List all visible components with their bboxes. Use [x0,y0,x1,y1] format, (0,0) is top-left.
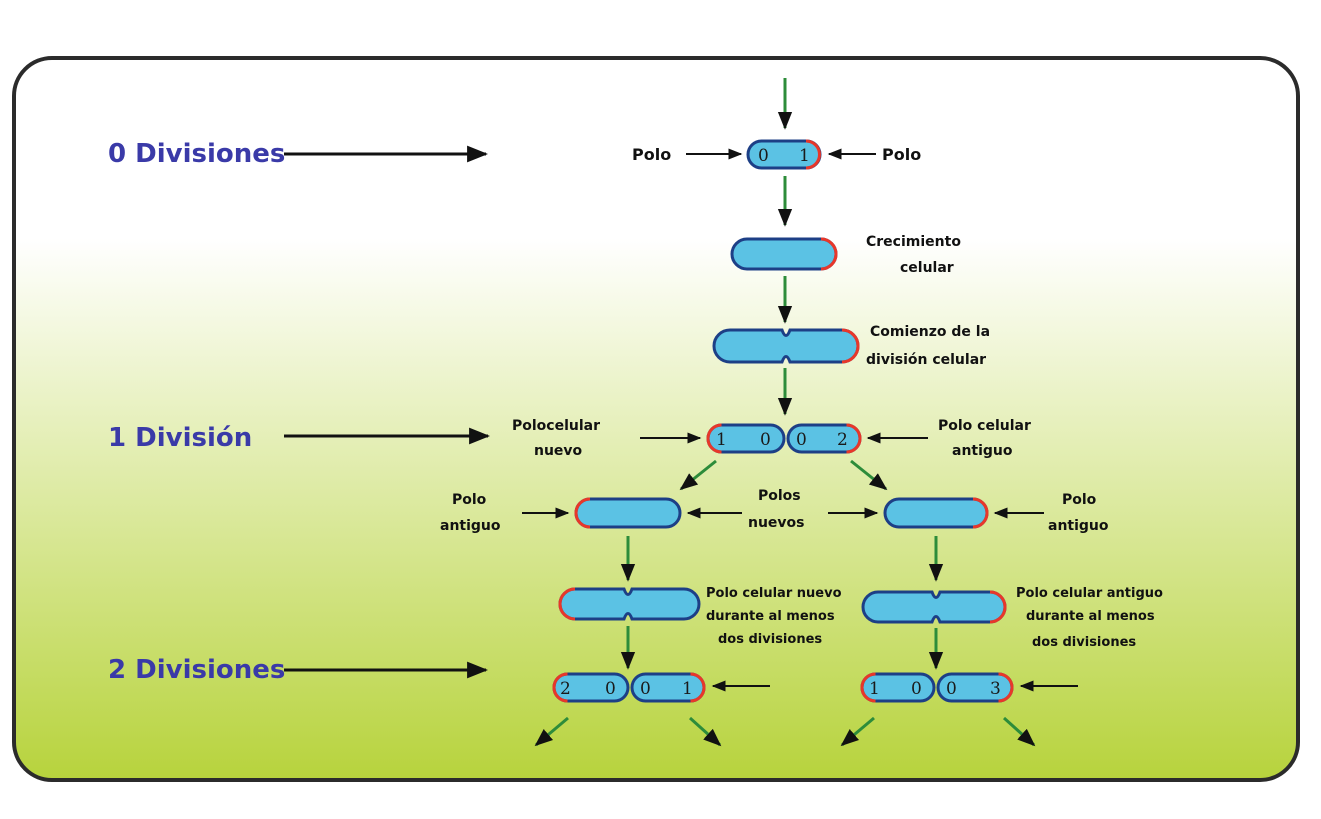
green-arrow-out [840,716,875,747]
generation-label-2: 2 Divisiones [108,655,285,685]
cell-dividing-right [861,590,1007,624]
cell-gen2-d: 0 3 [936,672,1014,703]
note-polo-nuevo: durante al menos [706,609,835,624]
green-arrow-out [1002,716,1036,747]
label-polo-left: Polo [632,145,671,164]
cell-gen2-b: 0 1 [630,672,706,703]
cell-gen1-right: 0 2 [786,423,862,454]
pole-age: 1 [869,679,880,699]
generation-label-0: 0 Divisiones [108,139,285,169]
label-polo-antiguo-right: Polo [1062,492,1097,508]
generation-label-1: 1 División [108,423,252,453]
pole-age: 2 [837,430,848,450]
label-crecimiento: celular [900,260,954,276]
label-comienzo: división celular [866,352,986,368]
label-polo-antiguo-left: Polo [452,492,487,508]
label-crecimiento: Crecimiento [866,234,961,250]
pole-age: 0 [758,146,769,166]
label-polos-nuevos: Polos [758,488,801,504]
cell-gen0: 0 1 [746,139,822,170]
cell-daughter-left [574,497,682,529]
green-arrow-diag-left [679,459,717,491]
note-polo-nuevo: Polo celular nuevo [706,586,842,601]
label-polo-antiguo: Polo celular [938,418,1031,434]
pole-age: 0 [796,430,807,450]
pole-age: 0 [605,679,616,699]
cell-dividing-left [558,587,701,621]
pole-age: 1 [682,679,693,699]
label-polo-nuevo: nuevo [534,443,583,459]
label-comienzo: Comienzo de la [870,324,990,340]
cell-growing [730,237,838,271]
label-polo-right: Polo [882,145,921,164]
cell-daughter-right [883,497,989,529]
pole-age: 0 [640,679,651,699]
pole-age: 0 [760,430,771,450]
green-arrow-diag-right [850,459,888,491]
note-polo-antiguo: Polo celular antiguo [1016,586,1163,601]
cell-gen2-c: 1 0 [860,672,936,703]
label-polo-antiguo: antiguo [952,443,1013,459]
pole-age: 0 [946,679,957,699]
label-polo-antiguo-left: antiguo [440,518,501,534]
cell-gen1-left: 1 0 [706,423,786,454]
green-arrow-out [534,716,569,747]
pole-age: 1 [716,430,727,450]
green-arrow-out [688,716,722,747]
note-polo-antiguo: dos divisiones [1032,635,1136,650]
pole-age: 1 [799,146,810,166]
label-polos-nuevos: nuevos [748,515,805,531]
cell-dividing [712,328,860,364]
cell-gen2-a: 2 0 [552,672,630,703]
pole-age: 2 [560,679,571,699]
label-polo-antiguo-right: antiguo [1048,518,1109,534]
note-polo-nuevo: dos divisiones [718,632,822,647]
pole-age: 3 [990,679,1001,699]
note-polo-antiguo: durante al menos [1026,609,1155,624]
label-polo-nuevo: Polocelular [512,418,600,434]
pole-age: 0 [911,679,922,699]
